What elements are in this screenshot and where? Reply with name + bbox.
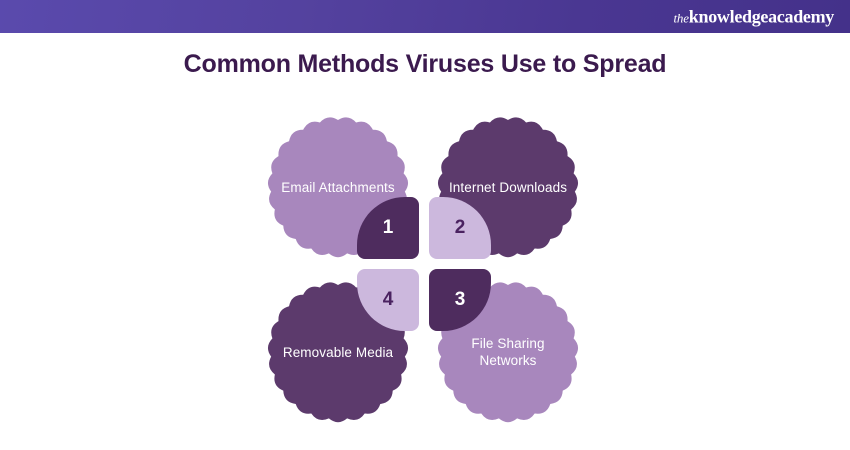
petal-number-1: 1 [357, 197, 419, 259]
header-bar: theknowledgeacademy [0, 0, 850, 33]
page-title: Common Methods Viruses Use to Spread [183, 50, 667, 78]
blob-label-removable-media: Removable Media [282, 344, 394, 360]
blob-label-internet-downloads: Internet Downloads [448, 179, 568, 195]
petal-number-4: 4 [357, 269, 419, 331]
blob-label-email-attachments: Email Attachments [281, 179, 395, 195]
brand-logo-the: the [673, 10, 690, 25]
brand-logo: theknowledgeacademy [674, 7, 835, 26]
blob-label-file-sharing-networks: File Sharing Networks [471, 336, 545, 368]
petal-number-3: 3 [429, 269, 491, 331]
brand-logo-main: knowledgeacademy [688, 6, 835, 26]
diagram-container: Email Attachments Internet Downloads Rem… [245, 105, 605, 435]
center-petal-cluster: 1 2 3 4 [357, 197, 491, 331]
petal-number-2: 2 [429, 197, 491, 259]
